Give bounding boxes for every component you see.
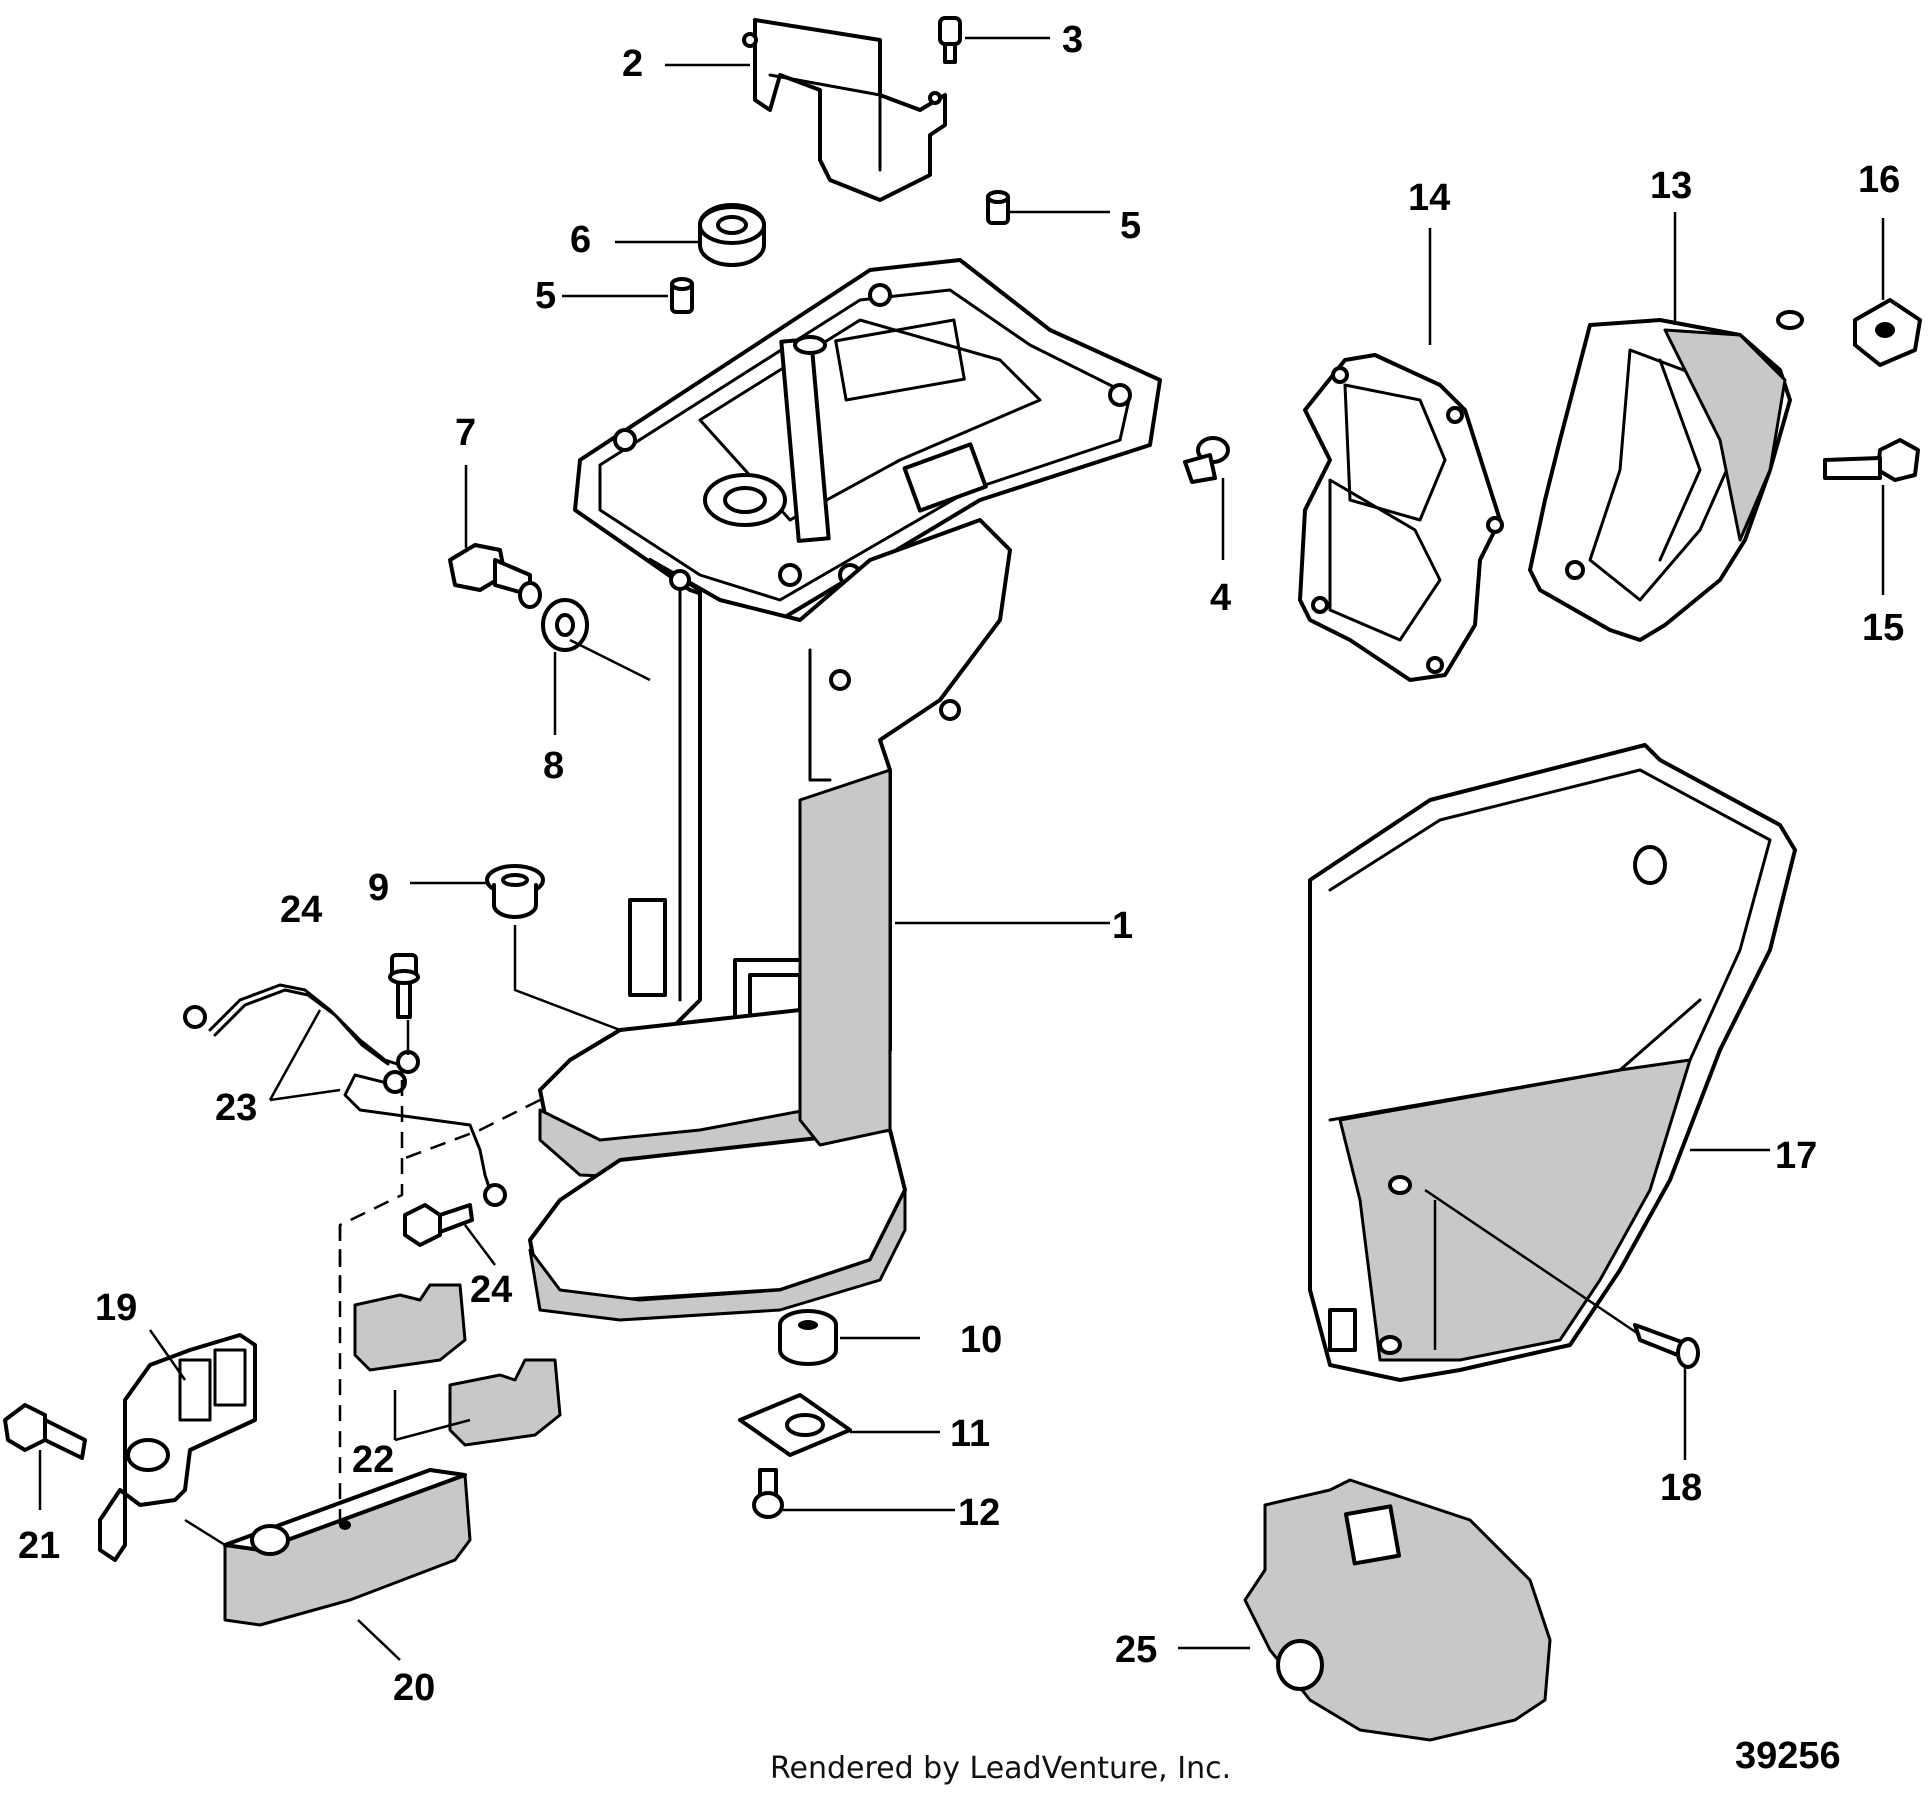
drawing-number: 39256 [1735, 1735, 1841, 1777]
callout-5b: 5 [535, 275, 556, 317]
callout-4: 4 [1210, 577, 1231, 619]
callout-5a: 5 [1120, 205, 1141, 247]
part-17-lower-cover [1308, 743, 1797, 1382]
part-4-plug [1183, 436, 1230, 484]
part-8-washer [541, 598, 589, 652]
callout-25: 25 [1115, 1629, 1157, 1671]
part-23-ground-wires [183, 983, 507, 1207]
part-18-screw [1633, 1323, 1700, 1369]
part-16-nut [1853, 298, 1922, 367]
part-6-bushing [698, 203, 766, 267]
part-14-gasket [1298, 353, 1504, 682]
callout-2: 2 [622, 43, 643, 85]
callout-24b: 24 [470, 1269, 512, 1311]
callout-13: 13 [1650, 165, 1692, 207]
part-5-dowel-pin-upper [986, 190, 1010, 225]
part-21-bolt [3, 1403, 87, 1460]
callout-24a: 24 [280, 889, 322, 931]
part-20-pad [223, 1468, 472, 1627]
callout-3: 3 [1062, 19, 1083, 61]
part-22-pads [353, 1283, 562, 1447]
callout-20: 20 [393, 1667, 435, 1709]
part-24-screw-lower [403, 1203, 474, 1247]
callout-17: 17 [1775, 1135, 1817, 1177]
callout-7: 7 [455, 412, 476, 454]
part-9-plug [485, 864, 545, 919]
callout-16: 16 [1858, 159, 1900, 201]
part-1-driveshaft-housing [528, 258, 1162, 1322]
callout-18: 18 [1660, 1467, 1702, 1509]
part-11-retainer [738, 1393, 852, 1457]
callout-22: 22 [352, 1439, 394, 1481]
part-24-screw-upper [388, 953, 420, 1019]
footer-credit: Rendered by LeadVenture, Inc. [770, 1751, 1231, 1786]
part-25-plate [1243, 1478, 1552, 1742]
part-5-dowel-pin-lower [670, 277, 694, 314]
part-13-cover [1528, 310, 1804, 642]
callout-9: 9 [368, 867, 389, 909]
part-19-bracket [98, 1333, 257, 1562]
callout-23: 23 [215, 1087, 257, 1129]
part-15-bolt [1823, 438, 1920, 482]
part-12-screw [752, 1468, 784, 1519]
callout-21: 21 [18, 1525, 60, 1567]
callouts: 1 2 3 4 5 5 6 7 8 9 10 11 12 13 14 15 16… [18, 19, 1904, 1709]
part-2-bracket [742, 18, 947, 202]
callout-11: 11 [950, 1413, 990, 1455]
callout-8: 8 [543, 745, 564, 787]
callout-15: 15 [1862, 607, 1904, 649]
callout-19: 19 [95, 1287, 137, 1329]
assembly-dashed-lines [338, 1080, 541, 1530]
part-3-screw [938, 16, 962, 64]
part-10-grommet [778, 1309, 838, 1366]
callout-10: 10 [960, 1319, 1002, 1361]
callout-14: 14 [1408, 177, 1450, 219]
leader-lines [38, 36, 1885, 1661]
callout-12: 12 [958, 1492, 1000, 1534]
part-7-bolt [448, 543, 542, 609]
callout-6: 6 [570, 219, 591, 261]
callout-1: 1 [1112, 905, 1133, 947]
